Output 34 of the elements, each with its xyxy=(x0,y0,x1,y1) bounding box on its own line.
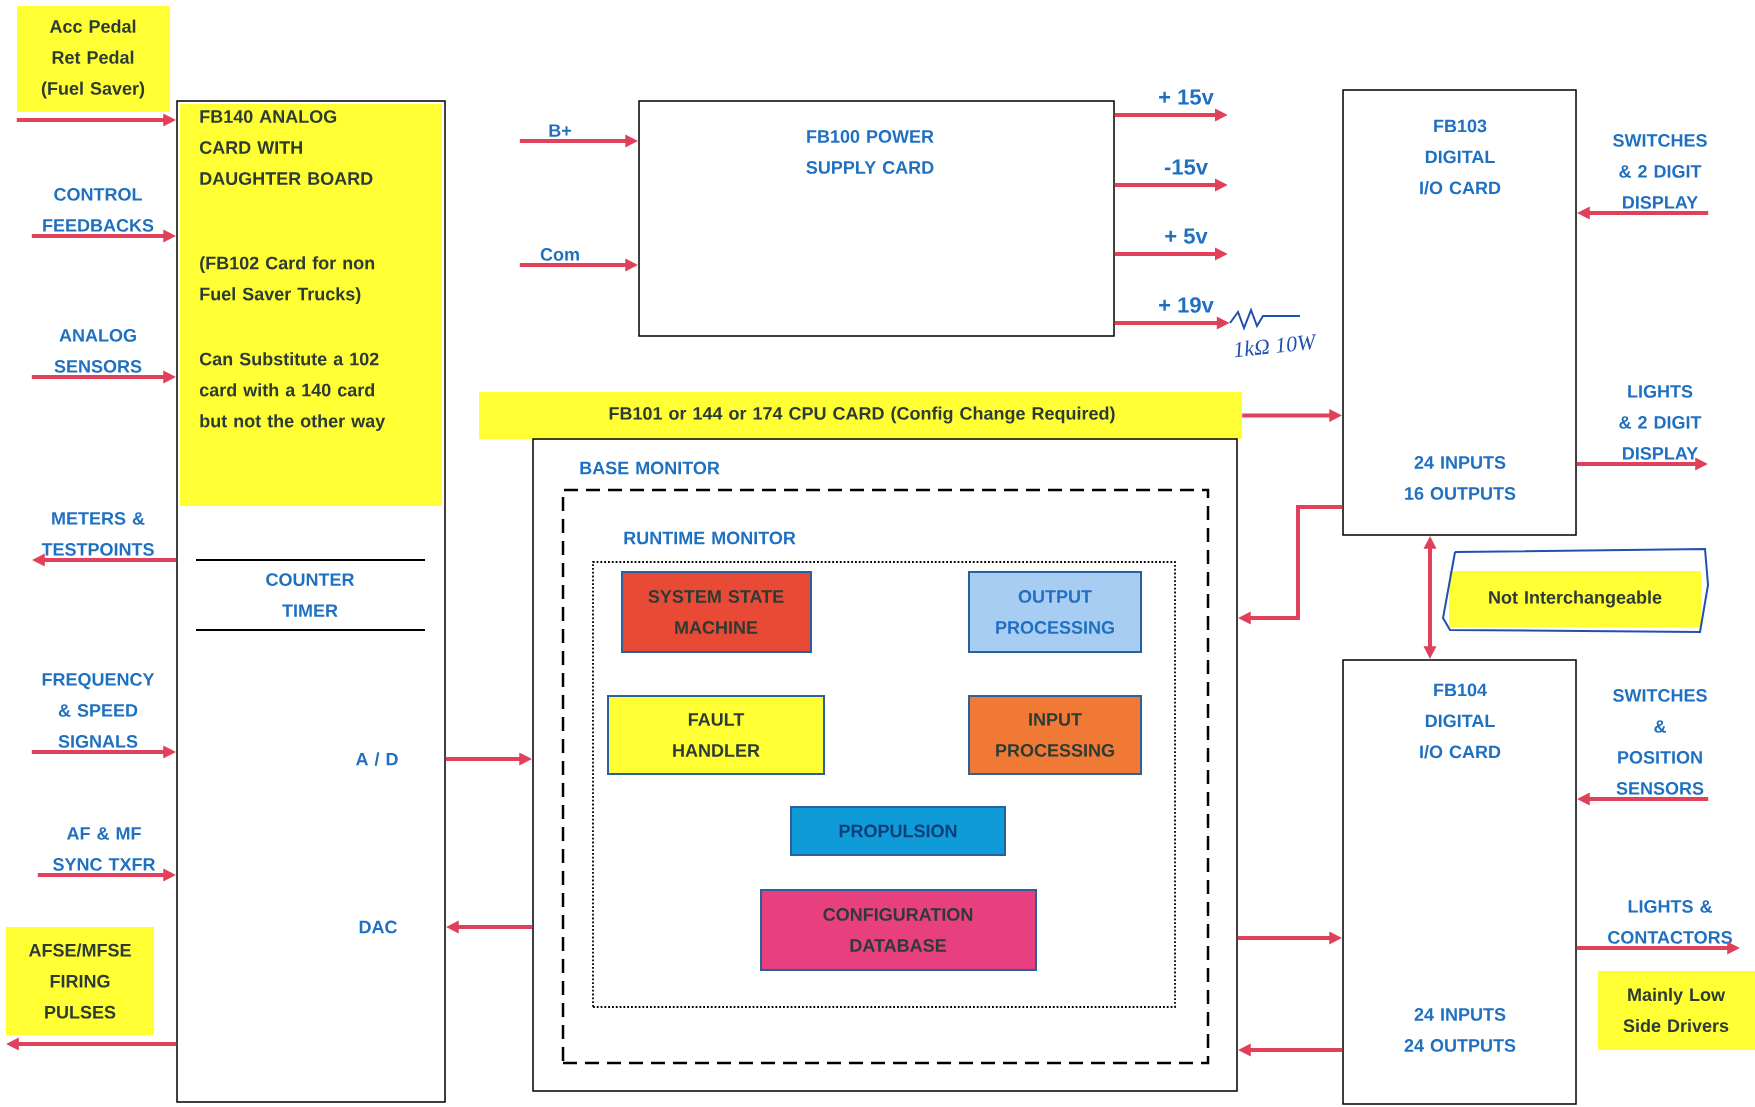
card-box: FB104 DIGITAL I/O CARD 24 INPUTS 24 OUTPUTS xyxy=(1342,659,1577,1105)
signal-label: ANALOG SENSORS xyxy=(54,329,142,373)
note-box: Not Interchangeable xyxy=(1441,548,1709,633)
resistor-symbol xyxy=(1229,307,1301,331)
module-box: CONFIGURATION DATABASE xyxy=(760,889,1037,971)
edge-label: + 15v xyxy=(1159,89,1214,105)
module-box: SYSTEM STATE MACHINE xyxy=(621,571,812,653)
edge-label: + 5v xyxy=(1165,228,1208,244)
signal-box: Acc Pedal Ret Pedal (Fuel Saver) xyxy=(17,6,170,112)
edge-label: + 19v xyxy=(1159,297,1214,313)
signal-label: CONTROL FEEDBACKS xyxy=(43,188,154,232)
signal-label: LIGHTS & 2 DIGIT DISPLAY xyxy=(1619,385,1702,460)
handwritten-note: 1kΩ 10W xyxy=(1234,334,1317,358)
card-box: FB103 DIGITAL I/O CARD 24 INPUTS 16 OUTPUTS xyxy=(1342,89,1577,536)
dashed-box xyxy=(561,488,1210,1065)
signal-label: METERS & TESTPOINTS xyxy=(41,512,154,556)
card-header-band: FB101 or 144 or 174 CPU CARD (Config Change Required) xyxy=(479,392,1242,439)
signal-label: Com xyxy=(540,248,579,261)
signal-label: LIGHTS & CONTACTORS xyxy=(1608,900,1732,944)
signal-label: SWITCHES & 2 DIGIT DISPLAY xyxy=(1613,134,1707,209)
module-box: PROPULSION xyxy=(790,806,1006,856)
node-label: RUNTIME MONITOR xyxy=(624,531,796,545)
edge-label: -15v xyxy=(1164,159,1208,175)
signal-label: AF & MF SYNC TXFR xyxy=(53,827,156,871)
signal-label: B+ xyxy=(549,124,572,137)
module-box: OUTPUT PROCESSING xyxy=(968,571,1142,653)
card-box: FB100 POWER SUPPLY CARD xyxy=(638,100,1115,337)
note-box: Mainly Low Side Drivers xyxy=(1598,971,1755,1050)
signal-label: SWITCHES & POSITION SENSORS xyxy=(1613,689,1707,795)
module-box: INPUT PROCESSING xyxy=(968,695,1142,775)
signal-label: FREQUENCY & SPEED SIGNALS xyxy=(42,673,155,748)
signal-box: AFSE/MFSE FIRING PULSES xyxy=(6,927,154,1035)
card-box: FB140 ANALOG CARD WITH DAUGHTER BOARD (FB102 Card for non Fuel Saver Trucks) Can Substitute a 102 card with a 140 card but not the other way COUNTER TIMER A / D DAC xyxy=(176,100,446,1103)
module-box: FAULT HANDLER xyxy=(607,695,825,775)
